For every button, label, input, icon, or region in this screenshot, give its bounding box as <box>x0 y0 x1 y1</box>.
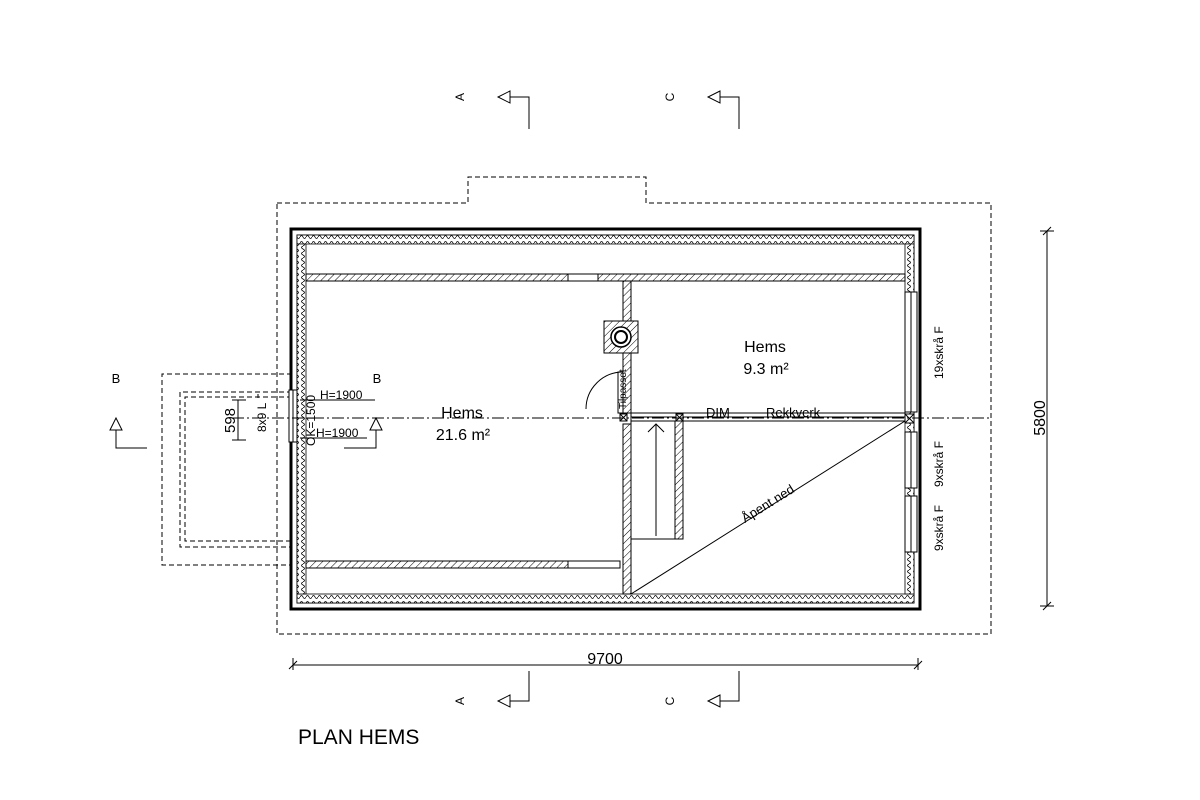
section-label-c-top: C <box>663 92 677 101</box>
window-offset-dim: 598 <box>222 408 239 433</box>
dimension-width <box>288 658 923 670</box>
skylight-label-9a: 9xskrå F <box>932 441 946 487</box>
section-marker-b-left <box>109 416 147 449</box>
section-marker-c-top <box>706 90 740 129</box>
section-label-a-top: A <box>453 93 467 101</box>
section-label-a-bottom: A <box>453 697 467 705</box>
roof-outline <box>276 176 992 635</box>
dormer-window <box>288 389 298 443</box>
section-marker-b-inner <box>344 416 383 449</box>
width-dimension: 9700 <box>587 651 623 668</box>
section-marker-a-top <box>496 90 530 129</box>
stair <box>619 413 915 540</box>
skylights <box>904 291 918 553</box>
tilpasset-label: Tilpasset <box>618 369 629 409</box>
section-label-b-inner: B <box>373 371 382 386</box>
room-name-small: Hems <box>744 339 786 356</box>
section-marker-c-bottom <box>706 671 740 708</box>
section-label-b-left: B <box>112 371 121 386</box>
chimney-icon <box>603 320 639 354</box>
rekkverk-label: Rekkverk <box>766 405 821 420</box>
dimension-depth <box>1040 226 1054 611</box>
interior-walls <box>622 280 906 595</box>
open-below-label: Åpent ned <box>739 481 797 525</box>
drawing-title: PLAN HEMS <box>298 726 420 749</box>
height-label-top: H=1900 <box>320 388 363 402</box>
knee-walls <box>305 273 906 569</box>
section-label-c-bottom: C <box>663 696 677 705</box>
dormer-outline <box>161 373 292 566</box>
room-area-main: 21.6 m² <box>436 427 491 444</box>
door-swing <box>585 371 624 414</box>
room-name-main: Hems <box>441 405 483 422</box>
height-leaders <box>257 394 375 439</box>
height-label-bottom: H=1900 <box>316 426 359 440</box>
section-marker-a-bottom <box>496 671 530 708</box>
dimension-window <box>232 399 246 441</box>
skylight-label-19: 19xskrå F <box>932 326 946 379</box>
open-below-line <box>630 420 906 595</box>
depth-dimension: 5800 <box>1032 400 1049 436</box>
dim-label: DIM <box>706 405 730 420</box>
skylight-label-9b: 9xskrå F <box>932 505 946 551</box>
window-size-label: 8x9 L <box>255 402 269 432</box>
ok-height-label: OK=1500 <box>304 395 318 446</box>
room-area-small: 9.3 m² <box>743 361 789 378</box>
